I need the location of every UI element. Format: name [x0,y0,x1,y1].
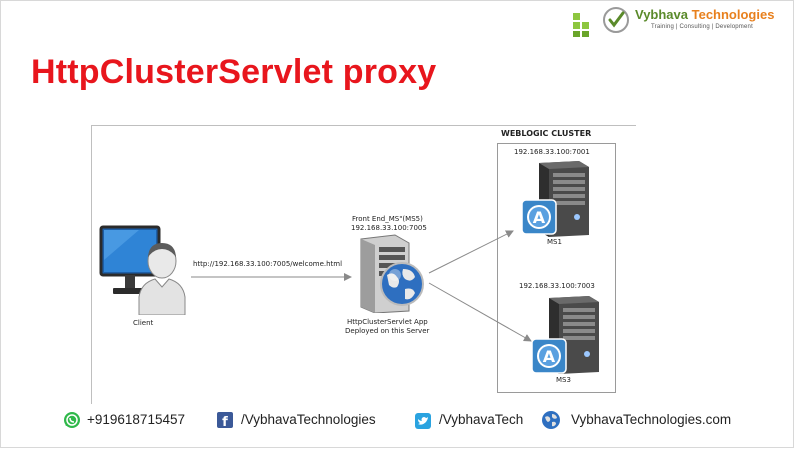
ms3-address: 192.168.33.100:7003 [519,282,595,290]
footer-contacts: +919618715457 f /VybhavaTechnologies /Vy… [1,401,794,441]
user-icon [138,243,186,315]
ms1-server: A [521,159,593,239]
logo-tagline: Training | Consulting | Development [651,24,753,30]
svg-text:f: f [222,415,228,428]
cluster-label: WEBLOGIC CLUSTER [501,129,592,138]
facebook-icon: f [217,412,233,428]
ms3-label: MS3 [556,376,571,384]
client-label: Client [133,319,154,327]
svg-text:A: A [533,208,546,227]
logo-squares-icon [571,13,595,37]
check-circle-icon [603,7,629,33]
proxy-server [353,233,437,317]
twitter-handle: /VybhavaTech [439,412,524,427]
ms1-label: MS1 [547,238,562,246]
proxy-app-label: HttpClusterServlet App [347,318,428,326]
whatsapp-icon [64,412,80,428]
weblogic-icon: A [531,338,567,374]
proxy-deploy-label: Deployed on this Server [345,327,430,335]
globe-icon [542,411,560,429]
frontend-name: Front End_MS"(MS5) [352,215,423,223]
client-computer [99,225,194,320]
facebook-handle: /VybhavaTechnologies [241,412,376,427]
company-logo: Vybhava Technologies Training | Consulti… [571,5,786,37]
ms3-server: A [531,294,603,376]
phone-number: +919618715457 [87,412,185,427]
website-url: VybhavaTechnologies.com [571,412,732,427]
weblogic-icon: A [521,199,557,235]
logo-name: Vybhava Technologies [635,7,775,22]
ms1-address: 192.168.33.100:7001 [514,148,590,156]
request-url: http://192.168.33.100:7005/welcome.html [193,260,343,268]
slide-title: HttpClusterServlet proxy [31,53,437,91]
twitter-icon [415,413,431,429]
frontend-address: 192.168.33.100:7005 [351,224,427,232]
svg-text:A: A [543,347,556,366]
monitor-icon [99,225,161,294]
globe-icon [380,262,424,306]
